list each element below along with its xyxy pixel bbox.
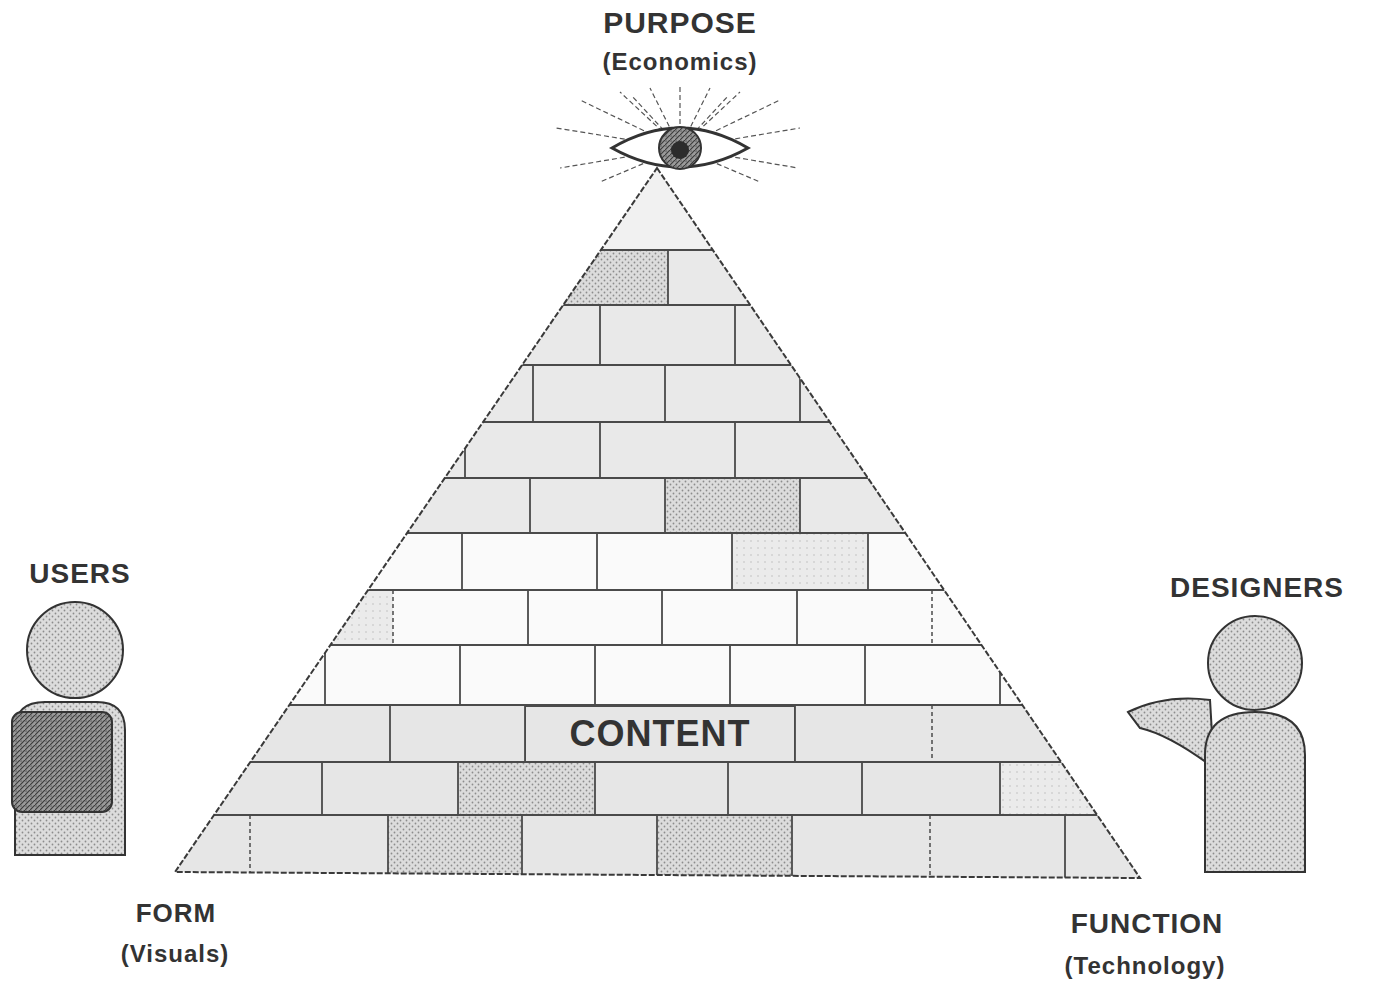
middle-bricks bbox=[150, 533, 1160, 705]
eye-symbol bbox=[556, 86, 800, 182]
designer-body bbox=[1205, 712, 1305, 872]
eye-iris bbox=[659, 127, 701, 169]
shaded-brick bbox=[657, 815, 792, 880]
brick-rows bbox=[150, 250, 1160, 815]
user-head bbox=[27, 602, 123, 698]
shaded-brick bbox=[1000, 762, 1160, 815]
content-brick: CONTENT bbox=[525, 706, 795, 762]
actor-label: USERS bbox=[29, 558, 130, 590]
user-figure bbox=[12, 602, 125, 855]
shaded-brick bbox=[150, 590, 393, 645]
shaded-brick bbox=[548, 250, 668, 305]
corner-subheading: (Visuals) bbox=[121, 940, 230, 968]
corner-heading: FUNCTION bbox=[1071, 908, 1224, 940]
apex-heading: PURPOSE bbox=[603, 6, 757, 40]
shaded-brick bbox=[665, 478, 800, 533]
shaded-brick bbox=[388, 815, 522, 880]
pyramid-bricks bbox=[150, 160, 1160, 890]
pyramid-outline bbox=[175, 168, 1140, 878]
lower-bricks bbox=[150, 705, 1160, 880]
brick-joints bbox=[322, 212, 1065, 880]
shaded-brick bbox=[732, 533, 868, 590]
eye-pupil bbox=[671, 141, 689, 159]
eye-rays bbox=[556, 86, 800, 182]
actor-label: DESIGNERS bbox=[1170, 572, 1344, 604]
upper-bricks bbox=[150, 250, 1160, 533]
designer-head bbox=[1208, 616, 1302, 710]
shaded-brick bbox=[458, 762, 595, 815]
user-laptop bbox=[12, 712, 112, 812]
corner-heading: FORM bbox=[136, 898, 217, 929]
dashed-joints bbox=[250, 590, 932, 880]
designer-drawing-board bbox=[1128, 699, 1214, 769]
designer-figure bbox=[1128, 616, 1305, 872]
node-label: CONTENT bbox=[570, 713, 751, 755]
apex-subheading: (Economics) bbox=[602, 48, 757, 76]
pyramid-fill bbox=[150, 160, 1160, 890]
corner-subheading: (Technology) bbox=[1065, 952, 1226, 980]
